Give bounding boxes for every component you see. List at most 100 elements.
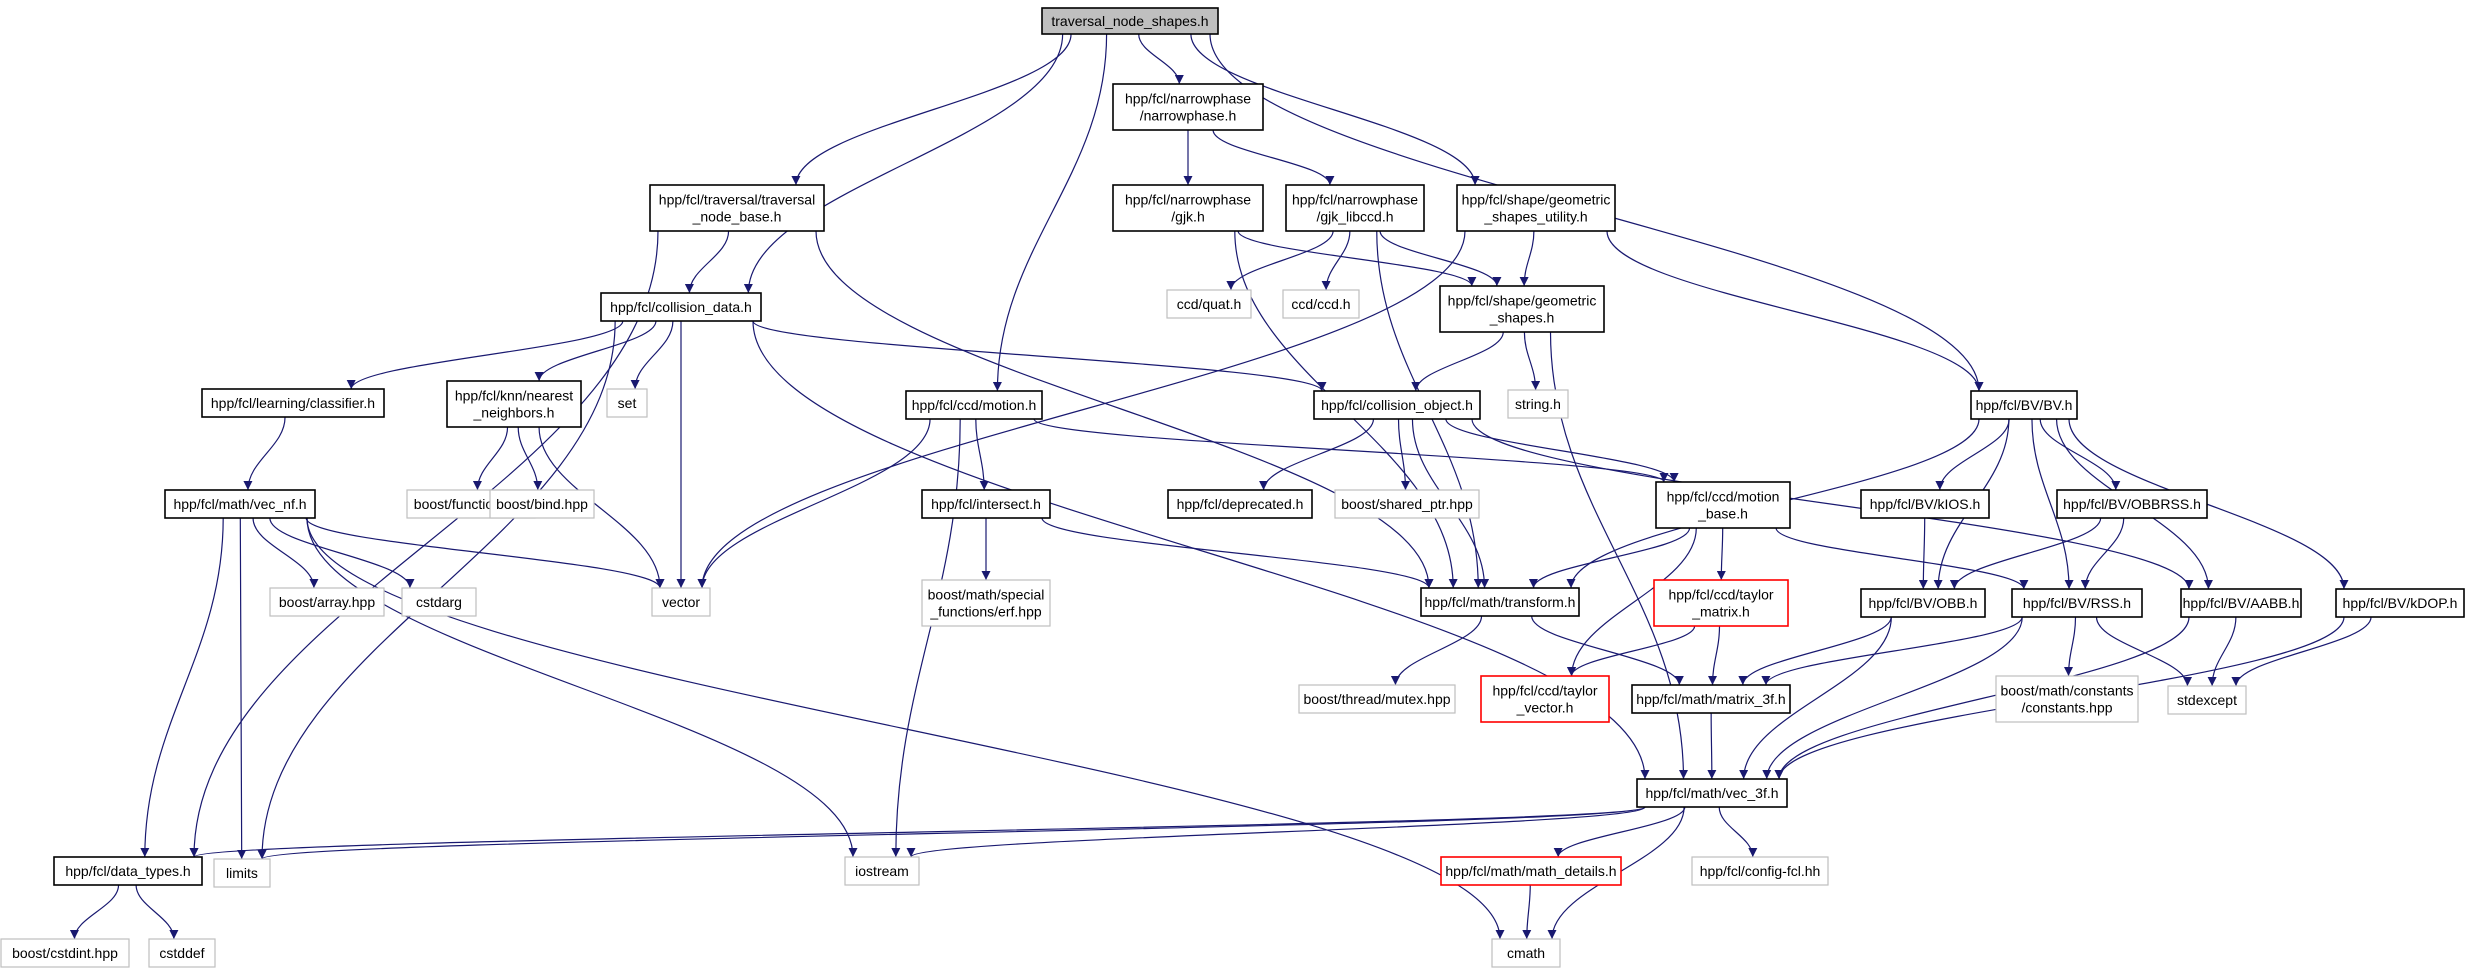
node-deprecated[interactable]: hpp/fcl/deprecated.h: [1167, 489, 1313, 519]
edge-root-to-collision_data: [743, 33, 1064, 294]
node-box: [1334, 489, 1480, 519]
node-collision-data[interactable]: hpp/fcl/collision_data.h: [600, 292, 762, 322]
node-taylor-matrix[interactable]: hpp/fcl/ccd/taylor_matrix.h: [1653, 579, 1789, 627]
node-label-line: stdexcept: [2177, 692, 2237, 708]
node-matrix-3f[interactable]: hpp/fcl/math/matrix_3f.h: [1631, 684, 1791, 714]
node-cmath: cmath: [1491, 938, 1561, 968]
edge-geometric_shapes-to-collision_object: [1411, 331, 1504, 392]
edge-obb-to-matrix_3f: [1738, 616, 1892, 686]
edge-aabb-to-vec_3f: [1774, 616, 2190, 780]
node-nearest-neighbors[interactable]: hpp/fcl/knn/nearest_neighbors.h: [446, 380, 582, 428]
node-data-types[interactable]: hpp/fcl/data_types.h: [53, 856, 203, 886]
edge-geometric_shapes-to-string: [1523, 331, 1541, 391]
node-box: [201, 388, 385, 418]
node-root[interactable]: traversal_node_shapes.h: [1041, 7, 1219, 35]
edge-vec_nf-to-vector: [305, 517, 665, 589]
node-label-line: ccd/ccd.h: [1291, 296, 1350, 312]
node-label-line: limits: [226, 865, 258, 881]
node-classifier[interactable]: hpp/fcl/learning/classifier.h: [201, 388, 385, 418]
edge-collision_data-to-classifier: [346, 320, 624, 390]
node-box: [1112, 83, 1264, 131]
edge-taylor_matrix-to-matrix_3f: [1708, 625, 1721, 686]
node-box: [1282, 289, 1360, 319]
node-label-line: boost/thread/mutex.hpp: [1303, 691, 1450, 707]
node-label-line: boost/math/special: [928, 587, 1045, 603]
edge-nearest_neighbors-to-boost_bind: [517, 426, 543, 491]
node-box: [1456, 184, 1616, 232]
node-label-line: /gjk.h: [1171, 209, 1204, 225]
node-label-line: hpp/fcl/math/vec_nf.h: [173, 496, 306, 512]
node-box: [2167, 685, 2247, 715]
node-traversal-node-base[interactable]: hpp/fcl/traversal/traversal_node_base.h: [649, 184, 825, 232]
node-box: [446, 380, 582, 428]
node-label-line: /constants.hpp: [2021, 700, 2112, 716]
node-box: [1860, 588, 1986, 618]
node-label-line: hpp/fcl/BV/OBB.h: [1869, 595, 1978, 611]
node-iostream: iostream: [844, 856, 920, 886]
node-obb[interactable]: hpp/fcl/BV/OBB.h: [1860, 588, 1986, 618]
edge-rss-to-stdexcept: [2095, 616, 2192, 687]
node-boost-array: boost/array.hpp: [269, 587, 385, 617]
edge-traversal_node_base-to-collision_data: [684, 230, 730, 294]
node-geometric-shapes[interactable]: hpp/fcl/shape/geometric_shapes.h: [1439, 285, 1605, 333]
node-aabb[interactable]: hpp/fcl/BV/AABB.h: [2180, 588, 2302, 618]
node-kdop[interactable]: hpp/fcl/BV/kDOP.h: [2335, 588, 2465, 618]
node-box: [164, 489, 316, 519]
edge-traversal_node_base-to-data_types: [189, 230, 659, 858]
node-box: [1491, 938, 1561, 968]
node-label-line: hpp/fcl/collision_object.h: [1321, 397, 1473, 413]
node-transform[interactable]: hpp/fcl/math/transform.h: [1420, 587, 1580, 617]
node-label-line: traversal_node_shapes.h: [1051, 13, 1208, 29]
edge-bv-to-rss: [2031, 418, 2074, 590]
node-bv[interactable]: hpp/fcl/BV/BV.h: [1970, 390, 2078, 420]
node-gjk[interactable]: hpp/fcl/narrowphase/gjk.h: [1112, 184, 1264, 232]
node-erf: boost/math/special_functions/erf.hpp: [921, 579, 1051, 627]
node-rss[interactable]: hpp/fcl/BV/RSS.h: [2011, 588, 2143, 618]
node-box: [1860, 489, 1990, 519]
edge-geometric_shapes_utility-to-vector: [697, 230, 1466, 589]
node-box: [1636, 778, 1788, 808]
node-intersect[interactable]: hpp/fcl/intersect.h: [921, 489, 1051, 519]
edge-geometric_shapes_utility-to-bv: [1606, 230, 1984, 392]
edge-collision_object-to-aabb: [1471, 418, 2194, 590]
edge-transform-to-mutex: [1390, 615, 1483, 686]
node-vec-nf[interactable]: hpp/fcl/math/vec_nf.h: [164, 489, 316, 519]
node-box: [1167, 489, 1313, 519]
node-label-line: _base.h: [1697, 506, 1748, 522]
node-box: [921, 579, 1051, 627]
edge-kdop-to-stdexcept: [2231, 616, 2372, 687]
node-label-line: hpp/fcl/BV/OBBRSS.h: [2063, 496, 2201, 512]
node-config-fcl: hpp/fcl/config-fcl.hh: [1691, 856, 1829, 886]
node-geometric-shapes-utility[interactable]: hpp/fcl/shape/geometric_shapes_utility.h: [1456, 184, 1616, 232]
edge-vec_nf-to-cstdarg: [269, 517, 415, 589]
node-obbrss[interactable]: hpp/fcl/BV/OBBRSS.h: [2056, 489, 2208, 519]
node-label-line: iostream: [855, 863, 909, 879]
node-box: [1298, 684, 1456, 714]
edge-vec_nf-to-boost_array: [252, 517, 319, 589]
node-cstddef: cstddef: [148, 938, 216, 968]
node-label-line: hpp/fcl/BV/RSS.h: [2023, 595, 2131, 611]
edge-vec_3f-to-limits: [258, 806, 1646, 860]
edge-classifier-to-vec_nf: [243, 416, 286, 491]
node-narrowphase[interactable]: hpp/fcl/narrowphase/narrowphase.h: [1112, 83, 1264, 131]
node-label-line: hpp/fcl/math/vec_3f.h: [1645, 785, 1778, 801]
node-box: [213, 858, 271, 888]
edge-obb-to-vec_3f: [1739, 616, 1892, 780]
node-ccd-motion[interactable]: hpp/fcl/ccd/motion.h: [905, 390, 1043, 420]
node-motion-base[interactable]: hpp/fcl/ccd/motion_base.h: [1655, 481, 1791, 529]
node-kios[interactable]: hpp/fcl/BV/kIOS.h: [1860, 489, 1990, 519]
node-label-line: hpp/fcl/learning/classifier.h: [211, 395, 375, 411]
edge-gjk_libccd-to-ccd_ccd: [1321, 230, 1351, 291]
edge-vec_nf-to-iostream: [306, 517, 858, 858]
edge-root-to-ccd_motion: [992, 33, 1108, 392]
node-label-line: hpp/fcl/ccd/taylor: [1668, 587, 1773, 603]
node-gjk-libccd[interactable]: hpp/fcl/narrowphase/gjk_libccd.h: [1285, 184, 1425, 232]
node-math-details[interactable]: hpp/fcl/math/math_details.h: [1440, 856, 1622, 886]
node-label-line: hpp/fcl/narrowphase: [1292, 192, 1418, 208]
node-box: [2011, 588, 2143, 618]
node-collision-object[interactable]: hpp/fcl/collision_object.h: [1313, 390, 1481, 420]
edge-nearest_neighbors-to-boost_function: [472, 426, 509, 491]
node-taylor-vector[interactable]: hpp/fcl/ccd/taylor_vector.h: [1480, 675, 1610, 723]
node-vec-3f[interactable]: hpp/fcl/math/vec_3f.h: [1636, 778, 1788, 808]
node-box: [1041, 7, 1219, 35]
